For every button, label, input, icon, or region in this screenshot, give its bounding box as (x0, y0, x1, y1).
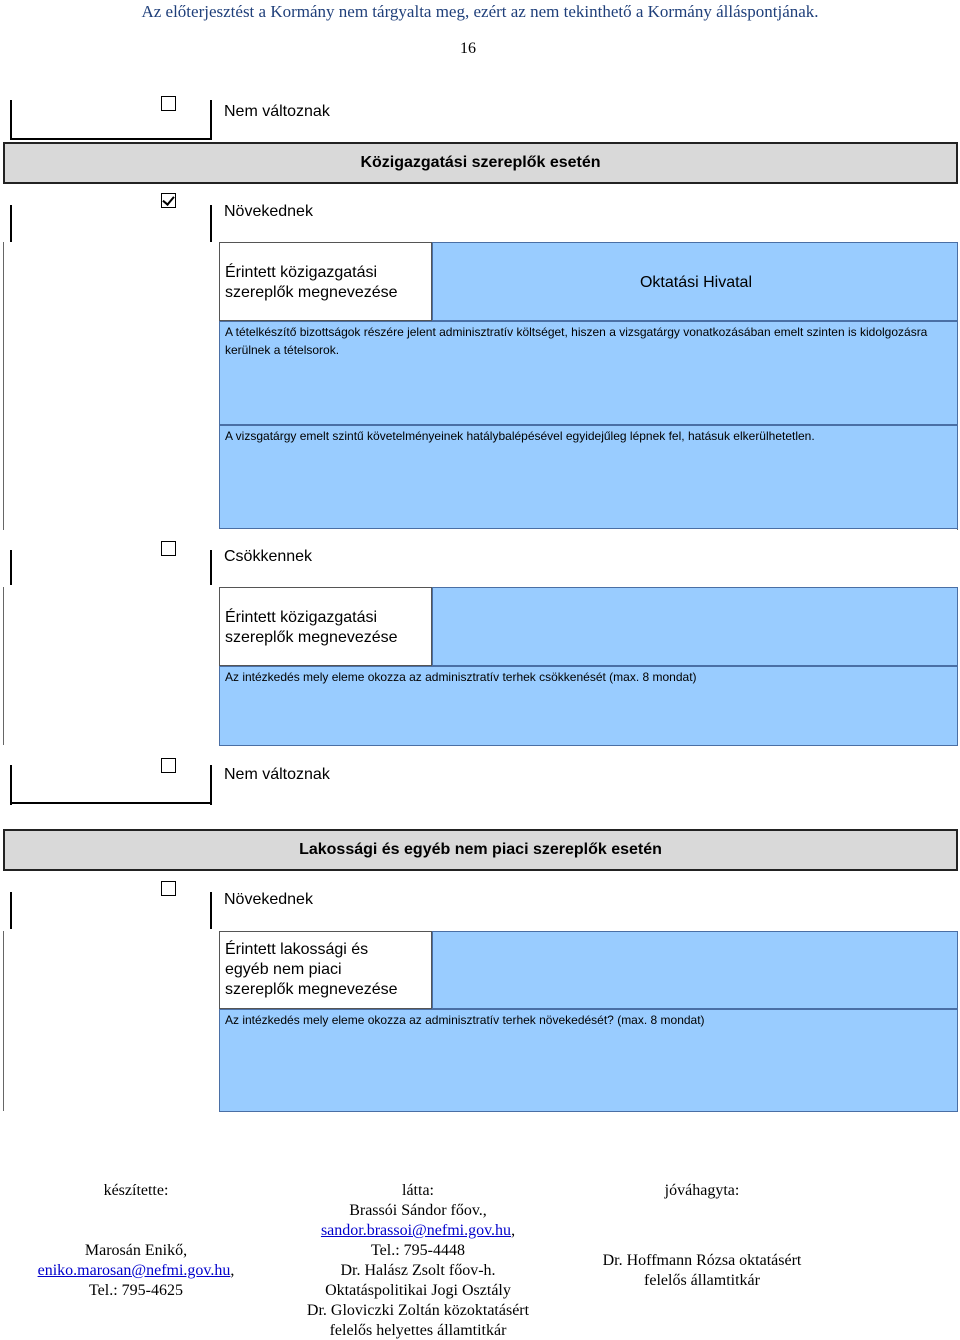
lakossagi-novekednek-checkbox[interactable] (161, 881, 176, 896)
prepared-by-email-comma: , (230, 1262, 235, 1279)
table-border (10, 892, 12, 929)
lakossagi-novekednek-label: Növekednek (224, 891, 313, 908)
table-border (10, 205, 12, 242)
seen-by-line6: Dr. Gloviczki Zoltán közoktatásért (306, 1302, 530, 1319)
increase-timing-text: A vizsgatárgy emelt szintű követelményei… (225, 429, 815, 443)
csok-affected-label: Érintett közigazgatási szereplők megneve… (225, 609, 398, 646)
affected-label-cell: Érintett közigazgatási szereplők megneve… (219, 242, 432, 321)
prepared-by-email-link[interactable]: eniko.marosan@nefmi.gov.hu (37, 1262, 231, 1279)
table-border (210, 765, 212, 805)
lak-affected-value-field[interactable] (432, 931, 958, 1009)
affected-label: Érintett közigazgatási szereplők megneve… (225, 264, 398, 301)
affected-value: Oktatási Hivatal (639, 274, 753, 291)
table-border (10, 802, 210, 804)
seen-by-email-link[interactable]: sandor.brassoi@nefmi.gov.hu (320, 1222, 512, 1239)
nem-valtoznak-label: Nem változnak (224, 103, 330, 120)
nem-valtoznak-2-checkbox[interactable] (161, 758, 176, 773)
table-border (10, 550, 12, 585)
table-border (10, 765, 12, 805)
table-border (3, 931, 4, 1111)
novekednek-checkbox[interactable] (161, 193, 176, 208)
seen-by-email-comma: , (511, 1222, 516, 1239)
signature-seen-by: látta: Brassói Sándor főov., sandor.bras… (290, 1181, 546, 1340)
section-header-lakossagi: Lakossági és egyéb nem piaci szereplők e… (3, 829, 958, 871)
affected-value-field[interactable]: Oktatási Hivatal (432, 242, 958, 321)
nem-valtoznak-2-label: Nem változnak (224, 766, 330, 783)
section-header-kozigazgatasi: Közigazgatási szereplők esetén (3, 142, 958, 184)
table-border (3, 242, 4, 530)
seen-by-line1: Brassói Sándor főov., (349, 1202, 487, 1219)
csokkennek-label: Csökkennek (224, 548, 313, 565)
prepared-by-phone: Tel.: 795-4625 (89, 1282, 183, 1299)
decrease-reason-text: Az intézkedés mely eleme okozza az admin… (225, 670, 697, 684)
table-border (210, 100, 212, 140)
table-border (10, 100, 12, 140)
lak-increase-reason-text: Az intézkedés mely eleme okozza az admin… (225, 1013, 705, 1027)
lak-affected-label-cell: Érintett lakossági és egyéb nem piaci sz… (219, 931, 432, 1009)
nem-valtoznak-checkbox[interactable] (161, 96, 176, 111)
seen-by-title: látta: (402, 1182, 434, 1199)
seen-by-line4: Dr. Halász Zsolt főov-h. (340, 1262, 496, 1279)
csokkennek-checkbox[interactable] (161, 541, 176, 556)
approved-by-line2: felelős államtitkár (644, 1272, 760, 1289)
csok-affected-value-field[interactable] (432, 587, 958, 666)
approved-by-line1: Dr. Hoffmann Rózsa oktatásért (602, 1252, 802, 1269)
table-border (210, 892, 212, 929)
increase-reason-text: A tételkészítő bizottságok részére jelen… (225, 325, 928, 357)
seen-by-phone: Tel.: 795-4448 (371, 1242, 465, 1259)
lak-increase-reason-field[interactable]: Az intézkedés mely eleme okozza az admin… (219, 1009, 958, 1112)
page-number: 16 (460, 40, 476, 57)
document-notice: Az előterjesztést a Kormány nem tárgyalt… (141, 2, 819, 21)
csok-affected-label-cell: Érintett közigazgatási szereplők megneve… (219, 587, 432, 666)
increase-timing-field[interactable]: A vizsgatárgy emelt szintű követelményei… (219, 425, 958, 529)
table-border (210, 550, 212, 585)
prepared-by-title: készítette: (103, 1182, 169, 1199)
decrease-reason-field[interactable]: Az intézkedés mely eleme okozza az admin… (219, 666, 958, 746)
seen-by-line5: Oktatáspolitikai Jogi Osztály (325, 1282, 511, 1299)
table-border (210, 205, 212, 242)
approved-by-title: jóváhagyta: (664, 1182, 740, 1199)
seen-by-line7: felelős helyettes államtitkár (329, 1322, 507, 1339)
lak-affected-label: Érintett lakossági és egyéb nem piaci sz… (225, 941, 398, 998)
signature-approved-by: jóváhagyta: Dr. Hoffmann Rózsa oktatásér… (584, 1181, 820, 1291)
increase-reason-field[interactable]: A tételkészítő bizottságok részére jelen… (219, 321, 958, 425)
signature-prepared-by: készítette: Marosán Enikő, eniko.marosan… (36, 1181, 236, 1301)
novekednek-label: Növekednek (224, 203, 313, 220)
table-border (3, 587, 4, 745)
table-border (10, 138, 210, 140)
prepared-by-name: Marosán Enikő, (84, 1242, 188, 1259)
